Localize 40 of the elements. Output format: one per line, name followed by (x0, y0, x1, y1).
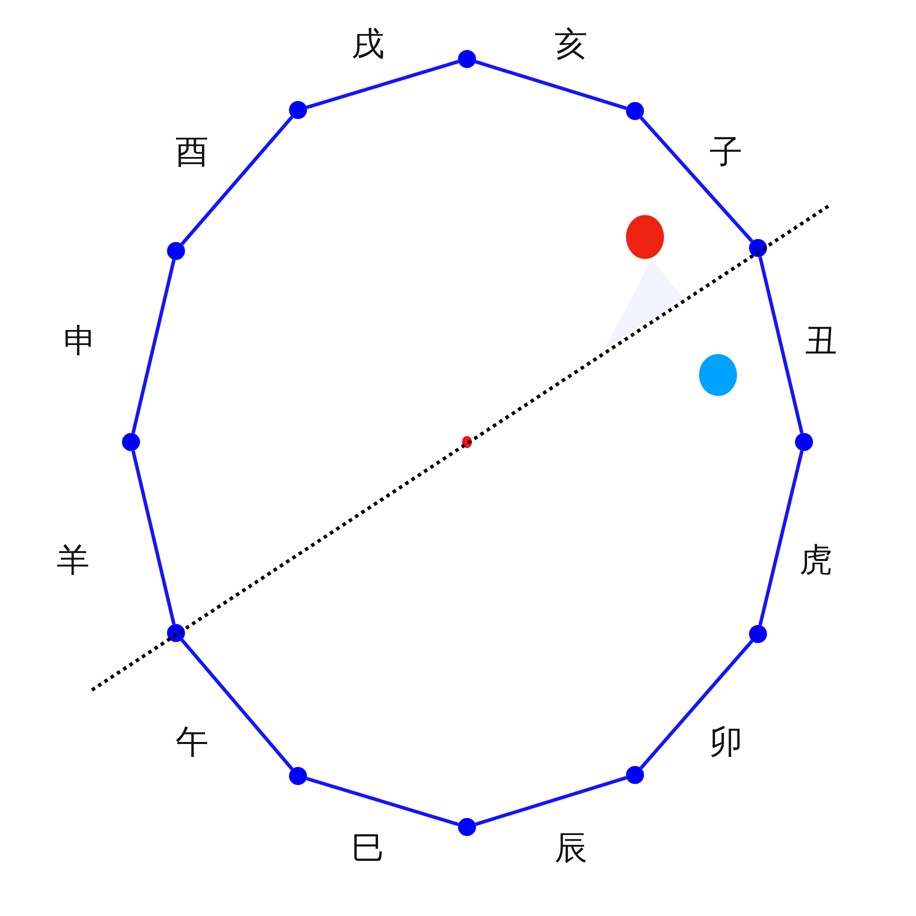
character-label: 巳 (352, 829, 384, 867)
character-label: 午 (176, 723, 208, 761)
connector-line (131, 259, 176, 434)
vertex-dot (458, 818, 476, 836)
vertex-dot (458, 50, 476, 68)
character-label: 丑 (804, 322, 838, 360)
vertex-dot (289, 767, 307, 785)
center-dot (462, 436, 472, 448)
character-label: 羊 (56, 541, 90, 579)
shaded-wedge (604, 259, 683, 350)
vertex-dot (626, 766, 644, 784)
vertex-dot (795, 433, 813, 451)
vertex-dot (167, 624, 185, 642)
character-label: 子 (710, 133, 742, 171)
vertex-dot (749, 625, 767, 643)
vertex-dot (626, 102, 644, 120)
vertex-dot (122, 433, 140, 451)
connector-line (640, 640, 754, 770)
character-label: 申 (64, 322, 96, 360)
character-label: 虎 (800, 541, 832, 579)
character-label: 辰 (554, 829, 588, 867)
vertex-dot (749, 239, 767, 257)
character-label: 酉 (176, 133, 208, 171)
connector-line (306, 776, 459, 826)
character-label: 亥 (554, 25, 588, 63)
connector-line (131, 450, 176, 625)
connector-line (180, 638, 294, 770)
large-dot (626, 215, 664, 259)
large-dot (699, 354, 737, 396)
character-label: 戌 (352, 25, 384, 63)
connector-line (640, 116, 754, 242)
vertex-dot (289, 101, 307, 119)
connector-line (475, 776, 627, 826)
connector-line (758, 256, 804, 434)
connector-line (475, 60, 627, 110)
connector-line (758, 450, 804, 626)
character-label: 卯 (710, 723, 742, 761)
connector-line (306, 60, 459, 110)
connector-line (180, 116, 294, 246)
vertex-dot (167, 242, 185, 260)
